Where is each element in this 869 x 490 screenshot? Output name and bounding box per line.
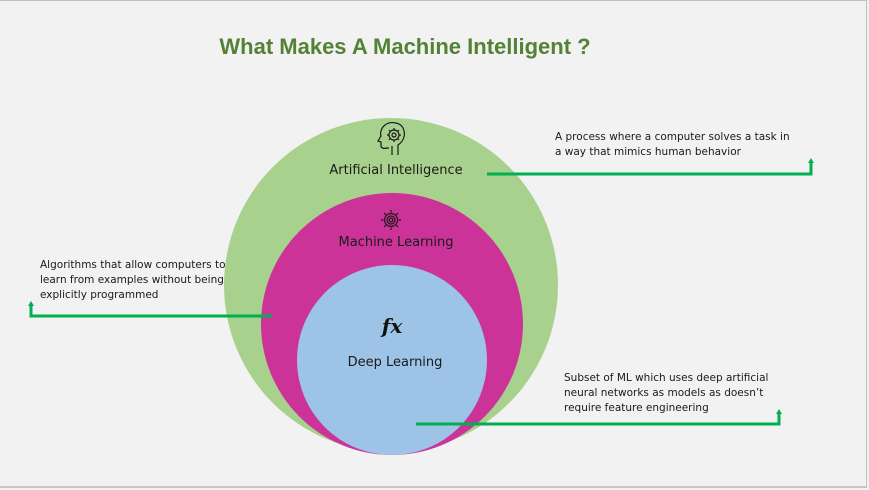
dl-label: Deep Learning <box>347 355 443 370</box>
ml-description-line: explicitly programmed <box>40 289 159 301</box>
dl-circle <box>297 265 487 455</box>
ml-description: Algorithms that allow computers to learn… <box>40 258 226 303</box>
gear-icon <box>381 210 401 230</box>
function-fx-icon: fx <box>381 314 403 338</box>
dl-connector-arrowhead <box>776 409 782 414</box>
ml-description-line: learn from examples without being <box>40 274 224 286</box>
ml-connector-line <box>29 305 272 318</box>
ml-connector-arrowhead <box>28 301 34 306</box>
ai-description: A process where a computer solves a task… <box>555 130 790 160</box>
ai-connector-arrowhead <box>808 158 814 163</box>
ai-head-gear-icon <box>377 122 405 155</box>
dl-description-line: require feature engineering <box>564 402 709 414</box>
dl-description-line: neural networks as models as doesn’t <box>564 387 764 399</box>
dl-description-line: Subset of ML which uses deep artificial <box>564 372 769 384</box>
ai-label: Artificial Intelligence <box>329 163 463 178</box>
ai-connector-line <box>487 162 813 176</box>
dl-connector-line <box>416 413 781 426</box>
ai-description-line: a way that mimics human behavior <box>555 146 741 158</box>
page-title: What Makes A Machine Intelligent ? <box>219 34 591 59</box>
ml-description-line: Algorithms that allow computers to <box>40 259 226 271</box>
ai-description-line: A process where a computer solves a task… <box>555 131 790 143</box>
ml-label: Machine Learning <box>338 235 454 250</box>
dl-description: Subset of ML which uses deep artificial … <box>564 371 768 416</box>
